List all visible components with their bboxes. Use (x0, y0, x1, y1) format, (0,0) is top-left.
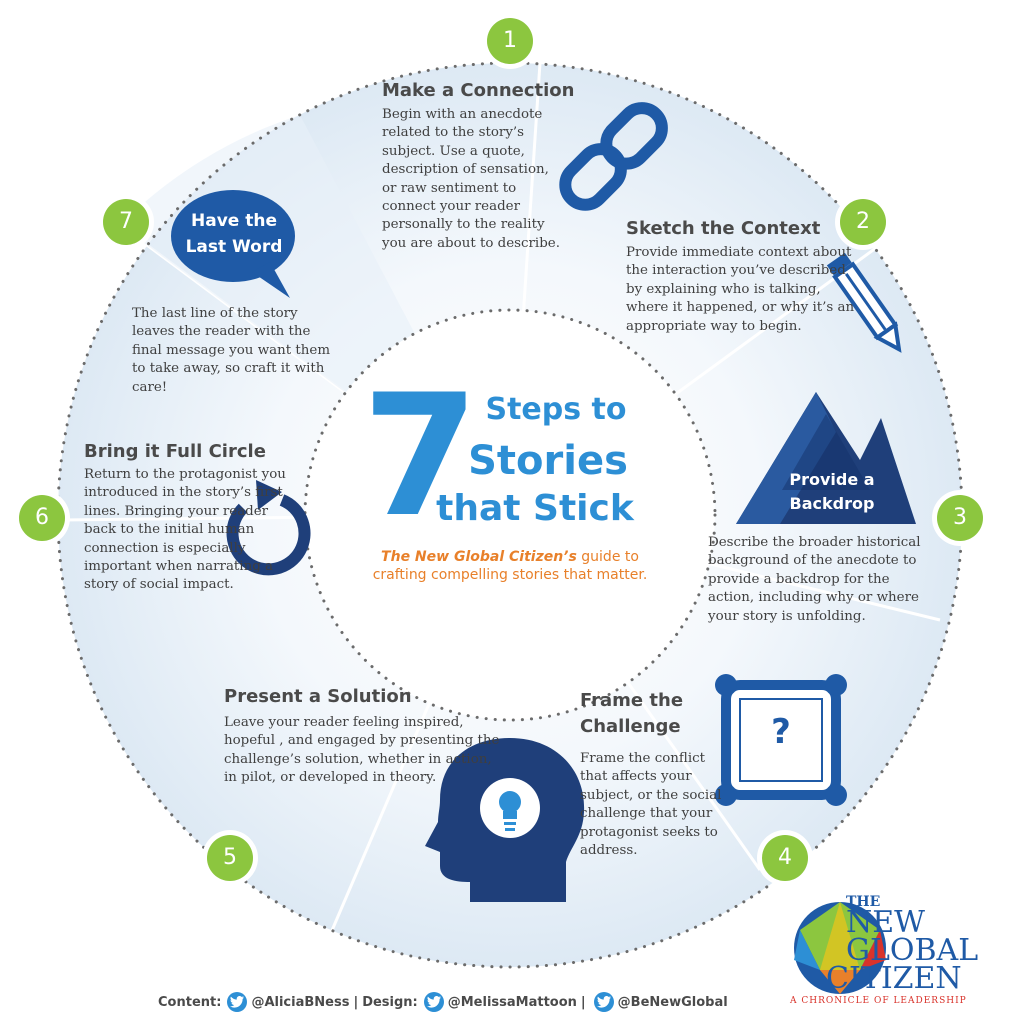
badge-3 (937, 495, 983, 541)
step-2-body: Provide immediate context about the inte… (626, 245, 855, 334)
step-6-body: Return to the protagonist you introduced… (84, 467, 286, 593)
bubble-label-line1: Have the (191, 211, 277, 231)
center-title-line2: Stories (468, 438, 628, 484)
badge-1-number: 1 (503, 28, 517, 53)
badge-7-number: 7 (119, 209, 133, 234)
step-5-body: Leave your reader feeling inspired, hope… (224, 715, 500, 786)
step-3-body: Describe the broader historical backgrou… (708, 535, 921, 624)
step-2-title: Sketch the Context (626, 218, 821, 239)
center-title-line1: Steps to (485, 392, 627, 427)
footer-content-label: Content: (158, 994, 222, 1010)
bubble-label-line2: Last Word (185, 237, 283, 257)
logo-citizen: CITIZEN (826, 961, 962, 996)
badge-4 (762, 835, 808, 881)
segment-dividers (61, 62, 941, 936)
twitter-bird-icon[interactable] (227, 992, 248, 1012)
badge-6-number: 6 (35, 505, 49, 530)
logo-global: GLOBAL (846, 933, 979, 968)
footer-separator-1: | (353, 994, 359, 1010)
head-lightbulb-icon (425, 738, 585, 902)
step-5-title: Present a Solution (224, 686, 412, 707)
backdrop-label-line2: Backdrop (789, 494, 875, 513)
twitter-bird-icon[interactable] (593, 992, 614, 1012)
inner-dotted-ring (303, 308, 717, 722)
center-title-line3: that Stick (436, 488, 634, 529)
badge-2-number: 2 (856, 209, 870, 234)
question-mark: ? (771, 712, 791, 752)
last-word-bubble-label: Have the Last Word (176, 208, 292, 260)
tagline-rest: guide to crafting compelling stories tha… (372, 549, 648, 583)
number-badges (14, 13, 988, 886)
logo-new: NEW (846, 905, 925, 940)
footer-design-handle[interactable]: @MelissaMattoon (447, 994, 577, 1010)
footer-content-handle[interactable]: @AliciaBNess (251, 994, 350, 1010)
logo-the: THE (846, 894, 881, 910)
tagline-brand: The New Global Citizen’s (381, 549, 577, 565)
step-6-title: Bring it Full Circle (84, 441, 266, 462)
badge-2 (840, 199, 886, 245)
badge-3-number: 3 (953, 505, 967, 530)
badge-7 (103, 199, 149, 245)
step-4-body: Frame the conflict that affects your sub… (580, 751, 722, 859)
backdrop-label: Provide a Backdrop (768, 468, 896, 516)
twitter-bird-icon[interactable] (423, 992, 444, 1012)
center-big-seven: 7 (362, 358, 479, 554)
logo-tagline: A CHRONICLE OF LEADERSHIP (790, 996, 967, 1006)
footer-design-label: Design: (362, 994, 418, 1010)
chain-link-icon (559, 102, 668, 211)
footer-credits: Content: @AliciaBNess | Design: @Melissa… (158, 991, 728, 1013)
logo-globe-icon (794, 902, 886, 994)
center-tagline: The New Global Citizen’s guide to crafti… (360, 548, 660, 584)
center-circle (305, 310, 715, 720)
circular-arrow-icon (226, 480, 311, 576)
badge-1 (487, 18, 533, 64)
footer-separator-2: | (580, 994, 586, 1010)
badge-5-number: 5 (223, 845, 237, 870)
step-1-title: Make a Connection (382, 80, 575, 101)
mountains-icon (736, 392, 916, 524)
question-frame-icon (715, 674, 847, 806)
speech-bubble-icon (171, 190, 295, 298)
badge-6 (19, 495, 65, 541)
step-1-body: Begin with an anecdote related to the st… (382, 107, 560, 251)
footer-brand-handle[interactable]: @BeNewGlobal (617, 994, 728, 1010)
pencil-icon (826, 252, 902, 353)
step-4-title: Frame the Challenge (580, 690, 684, 737)
backdrop-label-line1: Provide a (789, 470, 875, 489)
badge-5 (207, 835, 253, 881)
badge-4-number: 4 (778, 845, 792, 870)
step-7-body: The last line of the story leaves the re… (132, 306, 331, 395)
